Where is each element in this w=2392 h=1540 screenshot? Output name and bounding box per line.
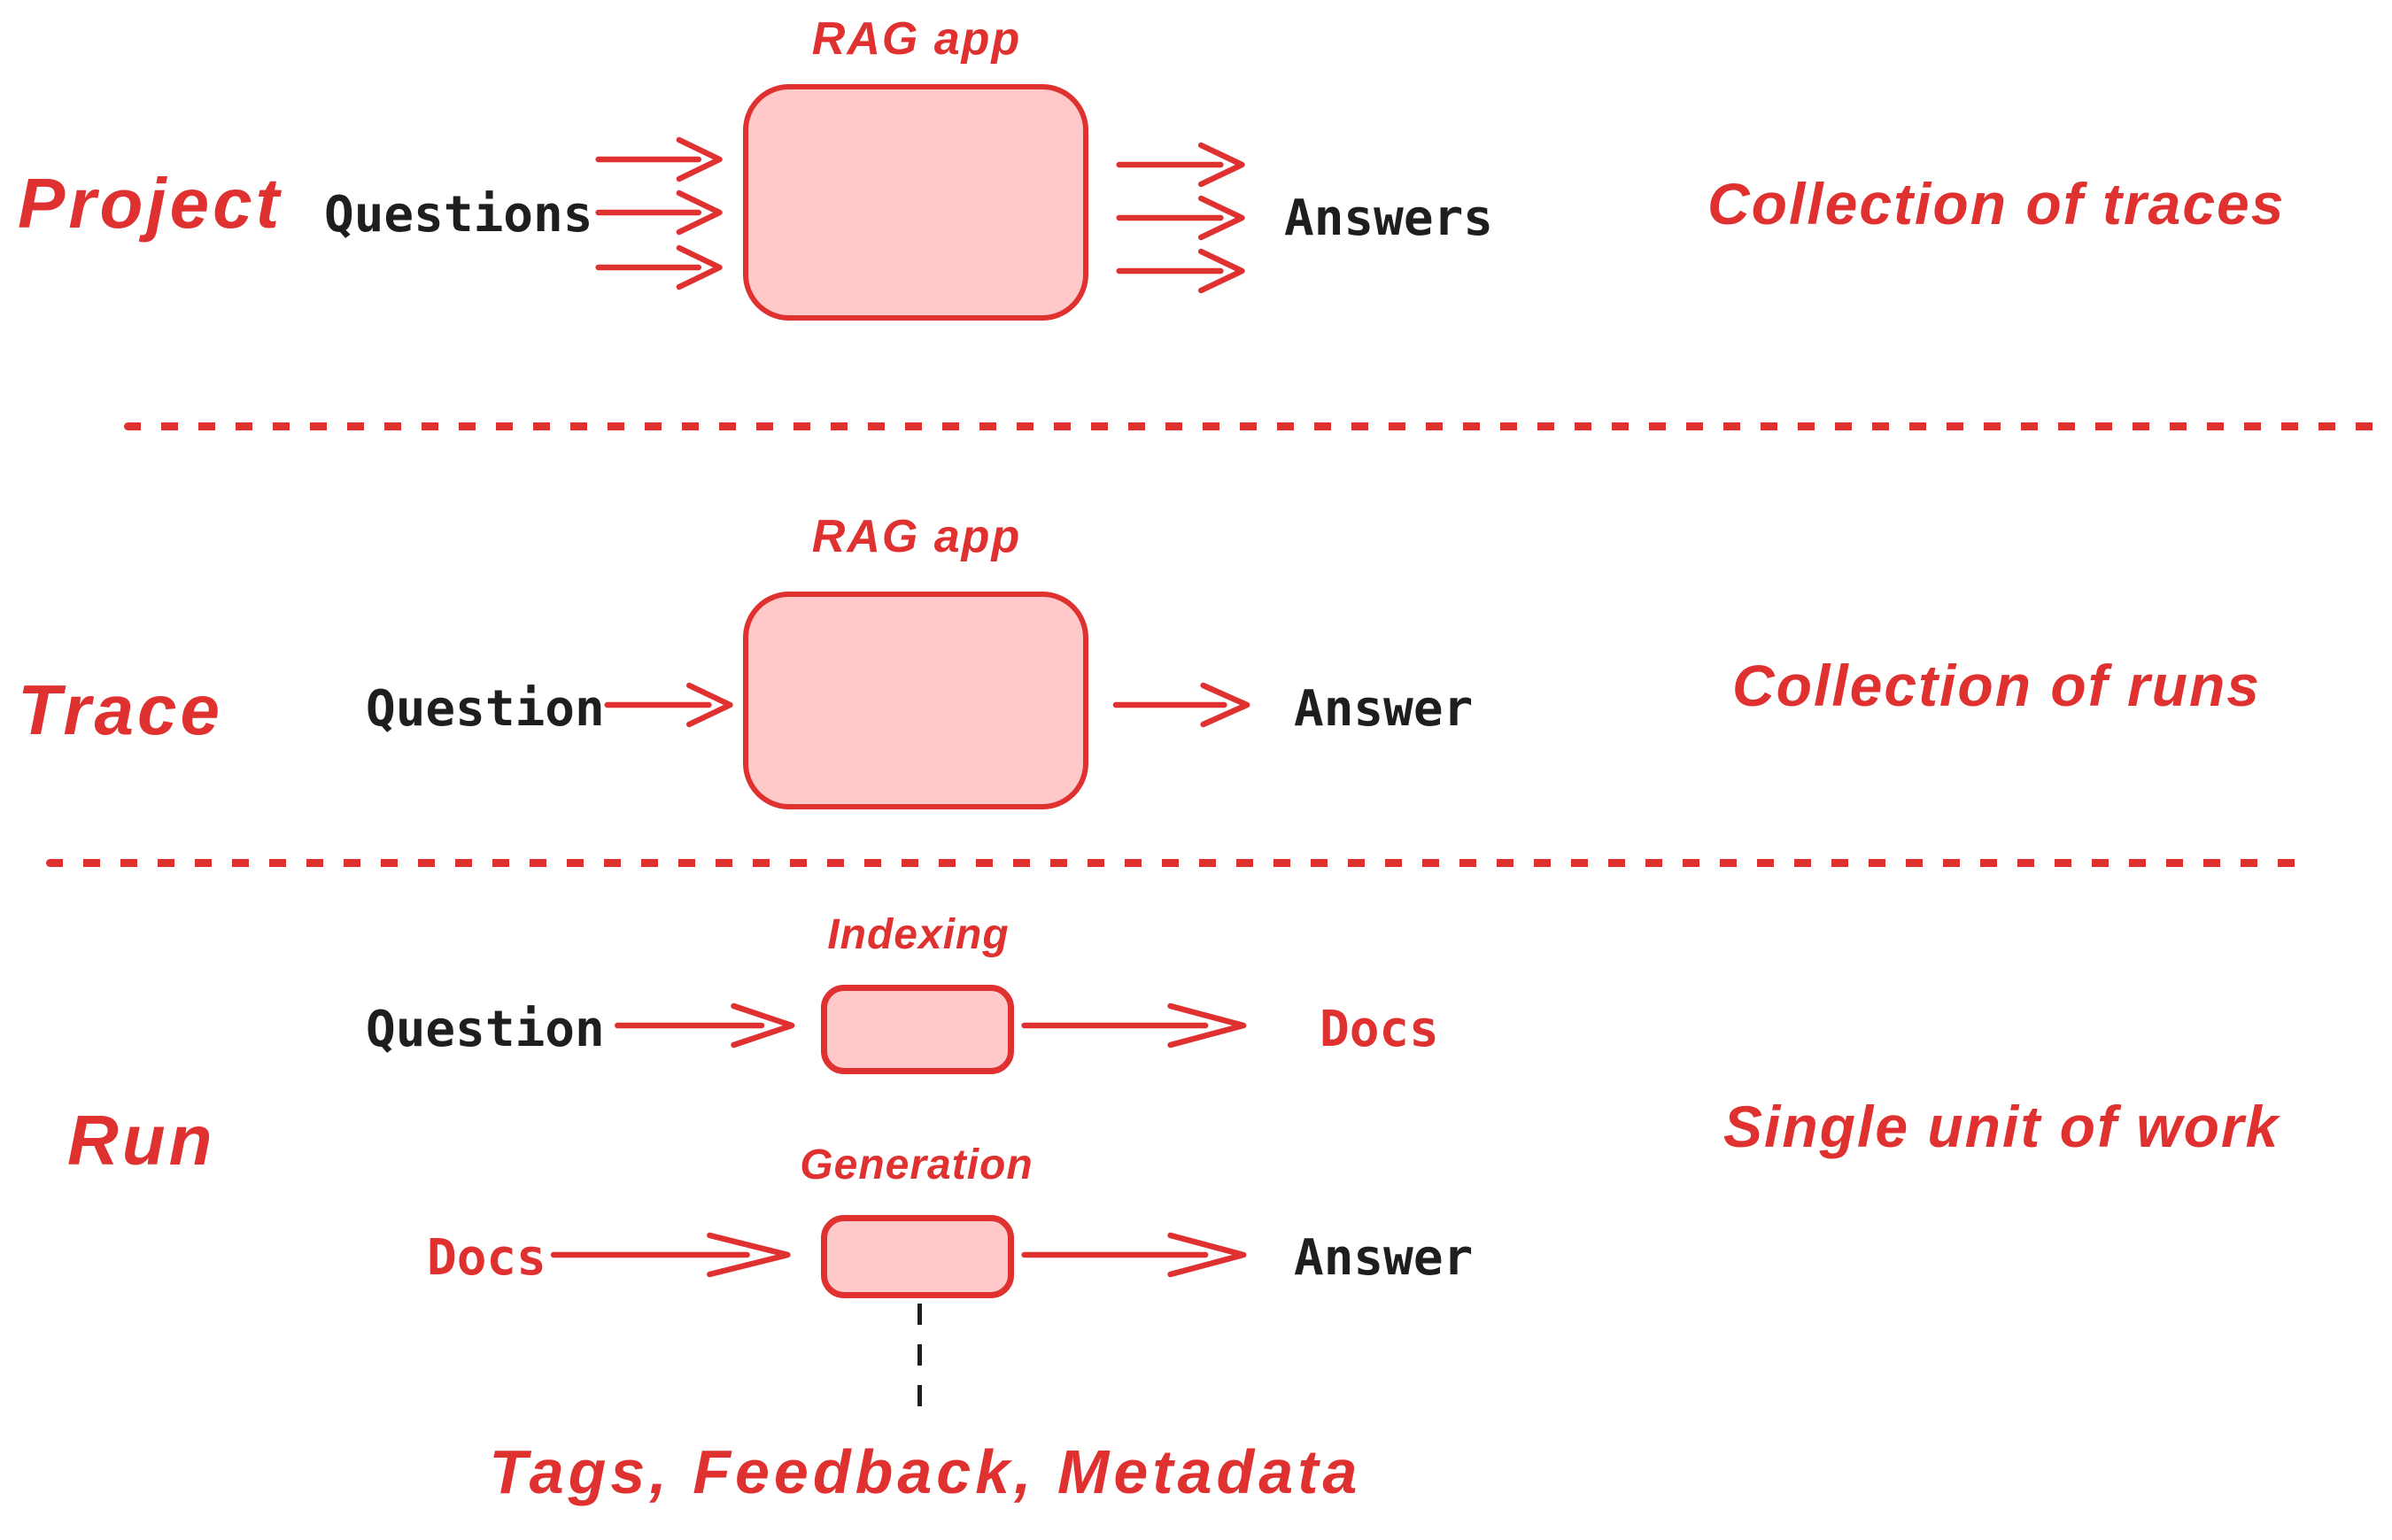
input-arrow-icon — [604, 680, 735, 730]
questions-label: Questions — [324, 186, 593, 244]
run-label: Run — [67, 1101, 216, 1180]
single-unit-of-work-note: Single unit of work — [1723, 1094, 2280, 1159]
rag-app-title-project: RAG app — [811, 13, 1022, 65]
rag-app-title-trace: RAG app — [811, 511, 1022, 562]
output-arrow-icon — [1018, 1001, 1252, 1050]
answers-label: Answers — [1284, 190, 1494, 247]
indexing-box — [821, 985, 1014, 1074]
output-arrow-icon — [1116, 193, 1247, 243]
metadata-dashed-connector — [917, 1304, 922, 1417]
question-label: Question — [366, 680, 605, 738]
project-label: Project — [18, 164, 283, 243]
input-arrow-icon — [547, 1230, 797, 1280]
divider-dashed-red — [46, 859, 2304, 867]
answer-label-run: Answer — [1294, 1229, 1474, 1287]
output-arrow-icon — [1116, 246, 1247, 296]
output-arrow-icon — [1112, 680, 1252, 730]
rag-app-box-project — [743, 84, 1088, 321]
output-arrow-icon — [1116, 140, 1247, 190]
question-label-run: Question — [366, 1001, 605, 1058]
indexing-title: Indexing — [827, 911, 1010, 958]
docs-input-label: Docs — [427, 1229, 546, 1287]
generation-box — [821, 1215, 1014, 1298]
input-arrow-icon — [595, 135, 724, 184]
collection-of-traces-note: Collection of traces — [1707, 171, 2286, 236]
answer-label: Answer — [1294, 680, 1474, 738]
collection-of-runs-note: Collection of runs — [1732, 653, 2261, 718]
input-arrow-icon — [595, 188, 724, 237]
generation-title: Generation — [800, 1141, 1033, 1188]
docs-output-label: Docs — [1320, 1001, 1439, 1058]
rag-app-box-trace — [743, 592, 1088, 809]
output-arrow-icon — [1018, 1230, 1252, 1280]
trace-label: Trace — [18, 670, 224, 749]
input-arrow-icon — [613, 1001, 799, 1050]
tags-feedback-metadata-label: Tags, Feedback, Metadata — [489, 1437, 1362, 1506]
input-arrow-icon — [595, 243, 724, 292]
divider-dashed-red — [124, 422, 2380, 430]
